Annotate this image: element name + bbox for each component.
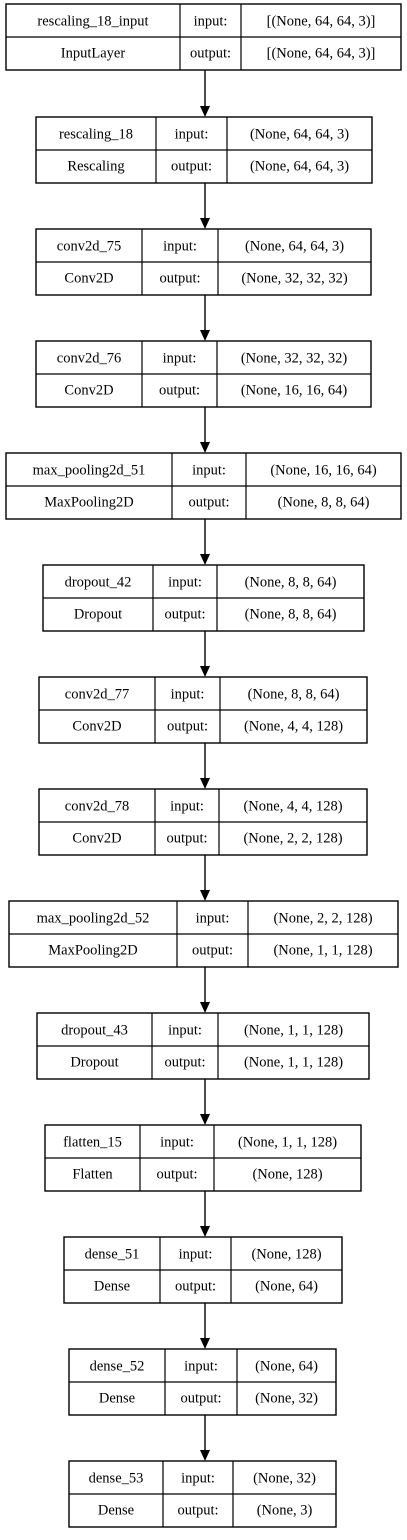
arrowhead-icon [200, 442, 210, 453]
input-label: input: [175, 127, 209, 143]
output-shape: (None, 8, 8, 64) [278, 495, 370, 511]
arrowhead-icon [200, 1338, 210, 1349]
layer-name: dense_53 [89, 1471, 144, 1487]
input-shape: (None, 64, 64, 3) [250, 127, 349, 143]
output-label: output: [164, 1055, 205, 1071]
input-label: input: [181, 1471, 215, 1487]
arrowhead-icon [200, 1226, 210, 1237]
layer-name: conv2d_77 [65, 687, 129, 703]
output-label: output: [188, 495, 229, 511]
output-shape: (None, 64) [255, 1279, 318, 1295]
arrowhead-icon [200, 666, 210, 677]
input-shape: (None, 8, 8, 64) [248, 687, 340, 703]
input-label: input: [168, 575, 202, 591]
input-shape: (None, 4, 4, 128) [243, 799, 342, 815]
input-shape: [(None, 64, 64, 3)] [267, 14, 376, 30]
layer-type: Conv2D [72, 719, 121, 735]
output-label: output: [166, 831, 207, 847]
layer-name: dense_52 [90, 1359, 145, 1375]
input-shape: (None, 2, 2, 128) [273, 911, 372, 927]
output-label: output: [177, 1503, 218, 1519]
output-shape: (None, 32) [255, 1391, 318, 1407]
layer-type: MaxPooling2D [48, 943, 137, 959]
output-label: output: [156, 1167, 197, 1183]
layer-type: InputLayer [61, 46, 126, 62]
arrowhead-icon [200, 778, 210, 789]
layer-name: dropout_42 [65, 575, 132, 591]
layer-name: dense_51 [85, 1247, 140, 1263]
output-shape: [(None, 64, 64, 3)] [267, 46, 376, 62]
input-shape: (None, 64) [255, 1359, 318, 1375]
input-label: input: [196, 911, 230, 927]
layer-type: Conv2D [72, 831, 121, 847]
output-shape: (None, 16, 16, 64) [241, 383, 347, 399]
layer-name: rescaling_18 [59, 127, 133, 143]
layer-type: MaxPooling2D [44, 495, 133, 511]
output-shape: (None, 32, 32, 32) [241, 271, 347, 287]
layer-type: Rescaling [67, 159, 124, 175]
input-shape: (None, 1, 1, 128) [244, 1023, 343, 1039]
input-shape: (None, 32, 32, 32) [241, 351, 347, 367]
input-label: input: [168, 1023, 202, 1039]
output-shape: (None, 4, 4, 128) [244, 719, 343, 735]
layer-name: conv2d_76 [57, 351, 121, 367]
input-shape: (None, 32) [253, 1471, 316, 1487]
layer-name: max_pooling2d_52 [37, 911, 150, 927]
layer-type: Conv2D [64, 271, 113, 287]
output-label: output: [190, 46, 231, 62]
output-label: output: [175, 1279, 216, 1295]
layer-type: Dense [98, 1503, 134, 1519]
output-label: output: [159, 271, 200, 287]
layer-type: Flatten [72, 1167, 113, 1183]
input-shape: (None, 128) [251, 1247, 321, 1263]
output-shape: (None, 8, 8, 64) [245, 607, 337, 623]
layer-name: rescaling_18_input [37, 14, 148, 30]
output-label: output: [164, 607, 205, 623]
output-shape: (None, 2, 2, 128) [243, 831, 342, 847]
output-label: output: [180, 1391, 221, 1407]
input-label: input: [192, 463, 226, 479]
input-label: input: [184, 1359, 218, 1375]
output-label: output: [171, 159, 212, 175]
arrowhead-icon [200, 890, 210, 901]
layer-type: Dropout [74, 607, 122, 623]
input-label: input: [194, 14, 228, 30]
layer-type: Dense [94, 1279, 130, 1295]
input-label: input: [163, 351, 197, 367]
arrowhead-icon [200, 1450, 210, 1461]
output-label: output: [159, 383, 200, 399]
input-shape: (None, 8, 8, 64) [245, 575, 337, 591]
arrowhead-icon [200, 1002, 210, 1013]
arrowhead-icon [200, 106, 210, 117]
output-label: output: [192, 943, 233, 959]
layer-name: dropout_43 [61, 1023, 128, 1039]
layer-name: flatten_15 [63, 1135, 122, 1151]
input-label: input: [171, 687, 205, 703]
layer-name: max_pooling2d_51 [33, 463, 146, 479]
input-shape: (None, 16, 16, 64) [270, 463, 376, 479]
output-shape: (None, 1, 1, 128) [273, 943, 372, 959]
layer-type: Conv2D [64, 383, 113, 399]
layer-name: conv2d_75 [57, 239, 121, 255]
input-label: input: [163, 239, 197, 255]
arrowhead-icon [200, 218, 210, 229]
output-shape: (None, 128) [252, 1167, 322, 1183]
arrowhead-icon [200, 330, 210, 341]
output-shape: (None, 1, 1, 128) [244, 1055, 343, 1071]
layer-type: Dense [99, 1391, 135, 1407]
output-shape: (None, 3) [257, 1503, 313, 1519]
output-shape: (None, 64, 64, 3) [250, 159, 349, 175]
arrowhead-icon [200, 554, 210, 565]
input-shape: (None, 1, 1, 128) [238, 1135, 337, 1151]
layer-type: Dropout [70, 1055, 118, 1071]
arrowhead-icon [200, 1114, 210, 1125]
output-label: output: [167, 719, 208, 735]
input-label: input: [179, 1247, 213, 1263]
input-shape: (None, 64, 64, 3) [245, 239, 344, 255]
input-label: input: [160, 1135, 194, 1151]
input-label: input: [170, 799, 204, 815]
layer-name: conv2d_78 [65, 799, 129, 815]
